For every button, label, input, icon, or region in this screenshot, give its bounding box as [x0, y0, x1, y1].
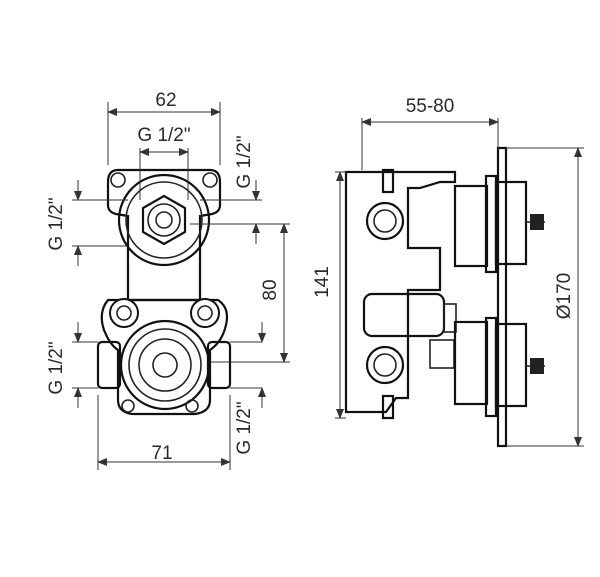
lower-left-thread-label: G 1/2"	[46, 341, 67, 394]
top-thread-label: G 1/2"	[137, 125, 190, 146]
depth-range-label: 55-80	[406, 96, 455, 117]
lower-valve-body	[96, 298, 232, 416]
top-width-label: 62	[155, 90, 176, 111]
bottom-width-label: 71	[151, 443, 172, 464]
side-view: 55-80 141 Ø170	[312, 96, 584, 448]
upper-valve-body	[106, 168, 222, 302]
body-height-label: 141	[312, 266, 333, 298]
center-distance-label: 80	[260, 279, 281, 300]
upper-right-thread-label: G 1/2"	[234, 135, 255, 188]
plate-diameter-label: Ø170	[554, 273, 575, 319]
lower-right-thread-label: G 1/2"	[234, 401, 255, 454]
upper-left-thread-label: G 1/2"	[46, 197, 67, 250]
front-view: 62 G 1/2" G 1/2" G 1/2" G 1/2" G 1/2" 80…	[46, 90, 290, 470]
